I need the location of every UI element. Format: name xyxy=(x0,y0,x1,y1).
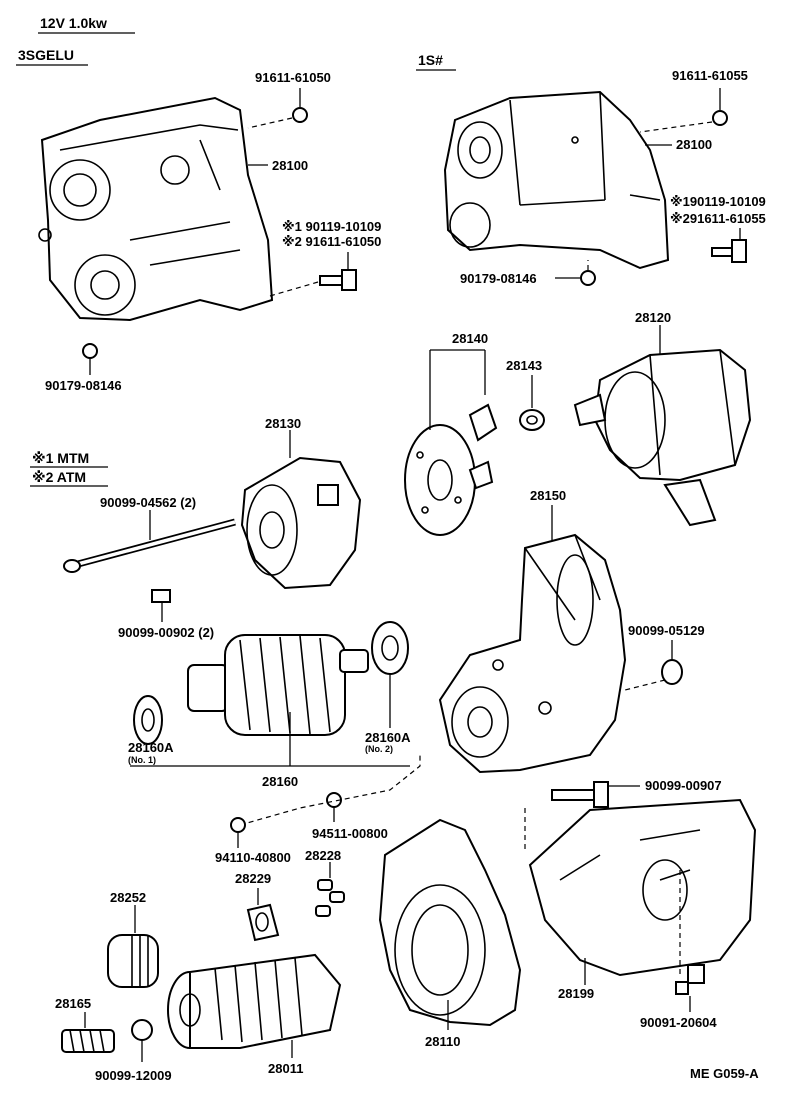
bolt-left xyxy=(269,252,357,297)
drive-housing xyxy=(378,818,522,1030)
label-l-bolt-1: ※1 90119-10109 xyxy=(282,219,381,234)
bolt-right xyxy=(711,228,747,263)
commutator-end-frame xyxy=(240,430,362,590)
label-28150: 28150 xyxy=(530,488,566,503)
label-28160: 28160 xyxy=(262,774,298,789)
label-l-28100: 28100 xyxy=(272,158,308,173)
label-28160A-2: 28160A xyxy=(365,730,411,745)
pinion-gear xyxy=(107,905,159,988)
legend-mtm: ※1 MTM xyxy=(32,450,89,466)
label-28229: 28229 xyxy=(235,871,271,886)
nut-right-top xyxy=(639,88,728,133)
label-r-28100: 28100 xyxy=(676,137,712,152)
label-28199: 28199 xyxy=(558,986,594,1001)
label-l-bolt-2: ※2 91611-61050 xyxy=(282,234,381,249)
nut-900 xyxy=(230,817,246,848)
yoke-assembly xyxy=(573,325,752,527)
label-r-nut-bottom: 90179-08146 xyxy=(460,271,537,286)
spec-title: 12V 1.0kw xyxy=(40,15,107,31)
variant-left-title: 3SGELU xyxy=(18,47,74,63)
variant-right-title: 1S# xyxy=(418,52,443,68)
label-l-nut-top: 91611-61050 xyxy=(255,70,331,85)
brush-holder-plate xyxy=(404,403,498,536)
label-through-bolt: 90099-04562 (2) xyxy=(100,495,196,510)
washer-800 xyxy=(326,792,342,822)
brush-spring xyxy=(519,375,545,431)
label-r-bolt-2: ※291611-61055 xyxy=(670,211,766,226)
label-28252: 28252 xyxy=(110,890,146,905)
label-nut-900: 94110-40800 xyxy=(215,850,291,865)
steel-ball xyxy=(131,1019,153,1062)
label-bolt-907: 90099-00907 xyxy=(645,778,722,793)
label-l-nut-bottom: 90179-08146 xyxy=(45,378,122,393)
bolt-604 xyxy=(675,964,705,1012)
label-28160A-1-sub: (No. 1) xyxy=(128,755,156,765)
starter-assembly-left xyxy=(38,96,274,322)
nut-right-bottom xyxy=(555,260,596,286)
bearing-no1 xyxy=(133,695,163,745)
magnetic-switch xyxy=(438,505,627,774)
nut-left-bottom xyxy=(82,343,98,375)
label-r-bolt-1: ※190119-10109 xyxy=(670,194,766,209)
label-28160A-1: 28160A xyxy=(128,740,174,755)
label-plug: 90099-05129 xyxy=(628,623,705,638)
clutch-retainer-pins xyxy=(315,862,345,917)
label-ball: 90099-12009 xyxy=(95,1068,172,1083)
starter-clutch xyxy=(167,953,342,1058)
label-28140: 28140 xyxy=(452,331,488,346)
label-28228: 28228 xyxy=(305,848,341,863)
screw-902 xyxy=(151,589,171,622)
legend-atm: ※2 ATM xyxy=(32,469,86,485)
starter-assembly-right xyxy=(443,90,670,270)
label-28143: 28143 xyxy=(506,358,542,373)
bolt-907 xyxy=(551,781,640,808)
armature xyxy=(187,634,369,736)
pinion-stop-collar xyxy=(246,888,280,942)
label-28110: 28110 xyxy=(425,1034,460,1049)
label-28120: 28120 xyxy=(635,310,671,325)
bearing-no2 xyxy=(371,621,409,728)
label-28011: 28011 xyxy=(268,1061,303,1076)
label-28130: 28130 xyxy=(265,416,301,431)
label-r-nut-top: 91611-61055 xyxy=(672,68,748,83)
drive-spring xyxy=(61,1012,115,1053)
plug-5129 xyxy=(661,640,683,685)
nut-left-top xyxy=(247,88,308,129)
label-28160A-2-sub: (No. 2) xyxy=(365,744,393,754)
through-bolt xyxy=(63,510,236,573)
label-bolt-604: 90091-20604 xyxy=(640,1015,717,1030)
label-washer-800: 94511-00800 xyxy=(312,826,388,841)
label-screw: 90099-00902 (2) xyxy=(118,625,214,640)
dust-cover xyxy=(528,798,757,985)
figure-code: ME G059-A xyxy=(690,1066,759,1081)
label-28165: 28165 xyxy=(55,996,91,1011)
